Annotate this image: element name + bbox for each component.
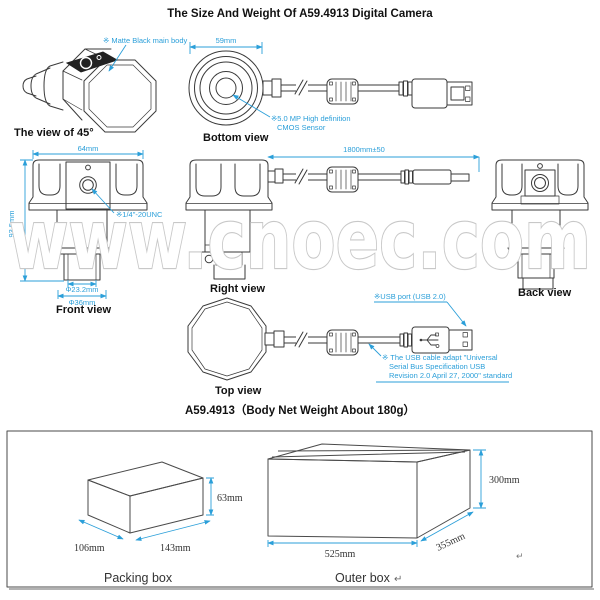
front-view-label: Front view [56, 304, 111, 316]
matte-black-annotation: ※ Matte Black main body [103, 36, 187, 45]
back-view-drawing: Back view [491, 159, 589, 299]
back-view-label: Back view [518, 287, 572, 299]
ferrite-bead-icon [326, 78, 359, 105]
thread-annotation: ※1/4"-20UNC [116, 210, 163, 219]
view-45-drawing: ※ Matte Black main body The view of 45° [14, 36, 187, 139]
dim-300mm: 300mm [489, 475, 520, 486]
tripod-mount-hole [79, 176, 97, 194]
packing-box-drawing: 63mm 106mm 143mm Packing box [74, 461, 243, 585]
subtitle: A59.4913（Body Net Weight About 180g） [184, 405, 416, 417]
top-view-label: Top view [215, 385, 262, 397]
watermark-overlay: www.cnoec.com [8, 204, 592, 286]
front-view-drawing: 64mm 93.5mm Φ23.2mm Φ36mm ※1/4"-20UNC Fr… [7, 144, 163, 316]
dim-1800mm: 1800mm±50 [343, 145, 385, 154]
usb-plug-side-icon [400, 169, 470, 185]
cmos-annotation-line2: CMOS Sensor [277, 123, 326, 132]
dim-106mm: 106mm [74, 543, 105, 554]
dim-line-355mm [420, 511, 474, 542]
usb-port-annotation: ※USB port (USB 2.0) [374, 292, 446, 301]
dimension-diagram: ※ Matte Black main body The view of 45° [7, 36, 589, 397]
packing-box-label: Packing box [104, 571, 173, 585]
bottom-view-drawing: 59mm ※5.0 MP High definition CMOS Sensor… [188, 36, 473, 144]
dim-64mm: 64mm [78, 144, 99, 153]
lens-45-icon [79, 56, 93, 70]
view-45-label: The view of 45° [14, 127, 94, 139]
usb-plug-top-icon [399, 326, 473, 354]
outer-box-drawing: 300mm 355mm 525mm Outer box ↵ ↵ [267, 443, 524, 585]
usb-cable-annotation-line3: Revision 2.0 April 27, 2000" standard [389, 371, 512, 380]
dim-93-5mm: 93.5mm [7, 210, 16, 237]
dim-36mm: Φ36mm [69, 298, 96, 307]
ferrite-bead-icon [326, 166, 359, 193]
packaging-section: 63mm 106mm 143mm Packing box 300mm 355mm… [6, 430, 594, 590]
dim-59mm: 59mm [216, 36, 237, 45]
outer-box-label: Outer box [335, 571, 391, 585]
packaging-border [6, 430, 593, 588]
top-view-drawing: ※USB port (USB 2.0) ※ The USB cable adap… [187, 292, 512, 397]
usb-plug-icon [398, 78, 473, 109]
dim-355mm: 355mm [435, 531, 468, 554]
usb-cable-annotation-line2: Serial Bus Specification USB [389, 362, 485, 371]
cmos-annotation-line1: ※5.0 MP High definition [271, 114, 351, 123]
usb-cable-annotation-line1: ※ The USB cable adapt "Universal [382, 353, 498, 362]
watermark-text: www.cnoec.com [9, 204, 591, 286]
dim-525mm: 525mm [325, 549, 356, 560]
paragraph-return-mark: ↵ [394, 574, 402, 585]
bottom-view-label: Bottom view [203, 132, 269, 144]
stray-return-mark: ↵ [516, 551, 524, 561]
dim-23-2mm: Φ23.2mm [65, 285, 98, 294]
right-view-label: Right view [210, 283, 265, 295]
dim-line-106mm [78, 519, 124, 540]
dim-63mm: 63mm [217, 493, 243, 504]
dim-143mm: 143mm [160, 543, 191, 554]
dim-line-143mm [135, 520, 211, 541]
ferrite-bead-icon [326, 329, 359, 356]
right-view-drawing: 1800mm±50 Right view [185, 145, 480, 295]
usb-trident-icon [419, 332, 440, 348]
page-title: The Size And Weight Of A59.4913 Digital … [167, 8, 433, 20]
